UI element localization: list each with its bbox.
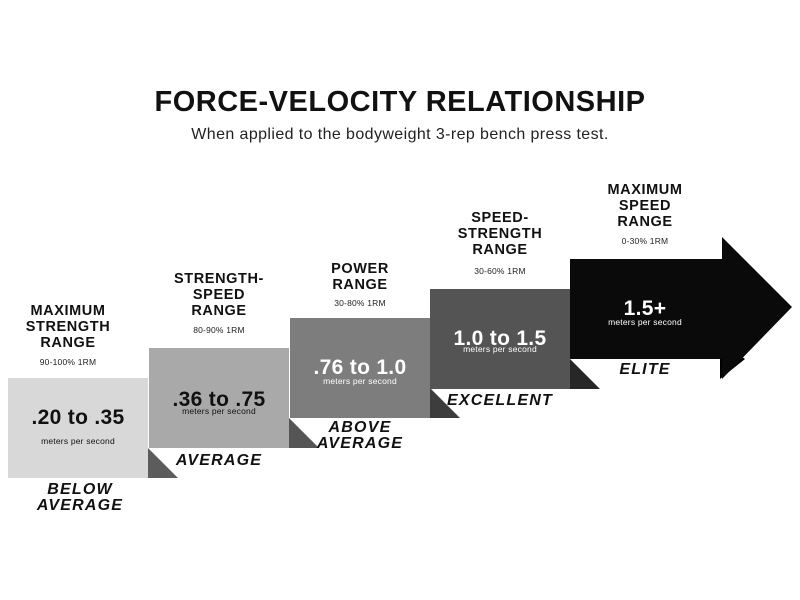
range-label-line: SPEED bbox=[192, 287, 246, 303]
range-label-line: RANGE bbox=[332, 277, 388, 293]
performance-rating-line: ABOVE bbox=[328, 419, 392, 436]
step-fold-triangle bbox=[289, 418, 319, 448]
step-fold-shadow bbox=[430, 388, 460, 418]
performance-rating-line: EXCELLENT bbox=[447, 392, 553, 409]
velocity-unit: meters per second bbox=[323, 376, 397, 386]
range-label-line: POWER bbox=[331, 261, 389, 277]
performance-rating-line: AVERAGE bbox=[36, 497, 124, 514]
range-label-line: SPEED bbox=[618, 198, 672, 214]
step-fold-shadow bbox=[289, 418, 319, 448]
performance-rating-line: BELOW bbox=[47, 481, 113, 498]
range-label-line: STRENGTH bbox=[457, 226, 543, 242]
step-fold-shadow bbox=[148, 448, 178, 478]
range-label-line: STRENGTH bbox=[25, 319, 111, 335]
range-label-line: RANGE bbox=[617, 214, 673, 230]
range-label-line: RANGE bbox=[191, 303, 247, 319]
velocity-step-box: .20 to .35 meters per second bbox=[8, 378, 148, 478]
velocity-range-value: 1.0 to 1.5 bbox=[453, 327, 547, 350]
step-fold-shadow bbox=[570, 359, 600, 389]
elite-arrow-shape bbox=[570, 237, 792, 379]
performance-rating: ELITE bbox=[570, 362, 720, 378]
percent-1rm-label: 90-100% 1RM bbox=[39, 357, 97, 367]
diagram-title: FORCE-VELOCITY RELATIONSHIP bbox=[154, 86, 646, 118]
step-fold-triangle bbox=[430, 388, 460, 418]
percent-1rm-label: 80-90% 1RM bbox=[193, 325, 245, 335]
range-label-line: MAXIMUM bbox=[30, 303, 106, 319]
range-label-line: RANGE bbox=[40, 335, 96, 351]
velocity-unit: meters per second bbox=[608, 317, 682, 327]
percent-1rm-label: 30-60% 1RM bbox=[474, 266, 526, 276]
velocity-range-value: .76 to 1.0 bbox=[313, 356, 407, 379]
performance-rating-line: AVERAGE bbox=[175, 452, 263, 469]
velocity-unit: meters per second bbox=[182, 406, 256, 416]
velocity-unit: meters per second bbox=[463, 344, 537, 354]
performance-rating-line: AVERAGE bbox=[316, 435, 404, 452]
velocity-unit: meters per second bbox=[41, 436, 115, 446]
step-fold-triangle bbox=[148, 448, 178, 478]
velocity-range-value: .20 to .35 bbox=[31, 406, 125, 429]
range-label-line: STRENGTH- bbox=[174, 271, 264, 287]
performance-rating: EXCELLENT bbox=[425, 393, 575, 409]
range-label-line: MAXIMUM bbox=[607, 182, 683, 198]
percent-1rm-label: 30-80% 1RM bbox=[334, 298, 386, 308]
percent-1rm-label: 0-30% 1RM bbox=[621, 236, 669, 246]
velocity-step-box: 1.5+meters per second bbox=[570, 259, 720, 359]
velocity-range-value: .36 to .75 bbox=[172, 388, 266, 411]
diagram-subtitle: When applied to the bodyweight 3-rep ben… bbox=[191, 126, 609, 143]
elite-arrow-polygon bbox=[570, 237, 792, 379]
performance-rating-line: ELITE bbox=[619, 361, 671, 378]
velocity-range-value: 1.5+ bbox=[623, 297, 667, 320]
step-fold-triangle bbox=[570, 359, 600, 389]
range-label-line: RANGE bbox=[472, 242, 528, 258]
range-label-line: SPEED- bbox=[471, 210, 529, 226]
performance-rating: AVERAGE bbox=[144, 453, 294, 469]
